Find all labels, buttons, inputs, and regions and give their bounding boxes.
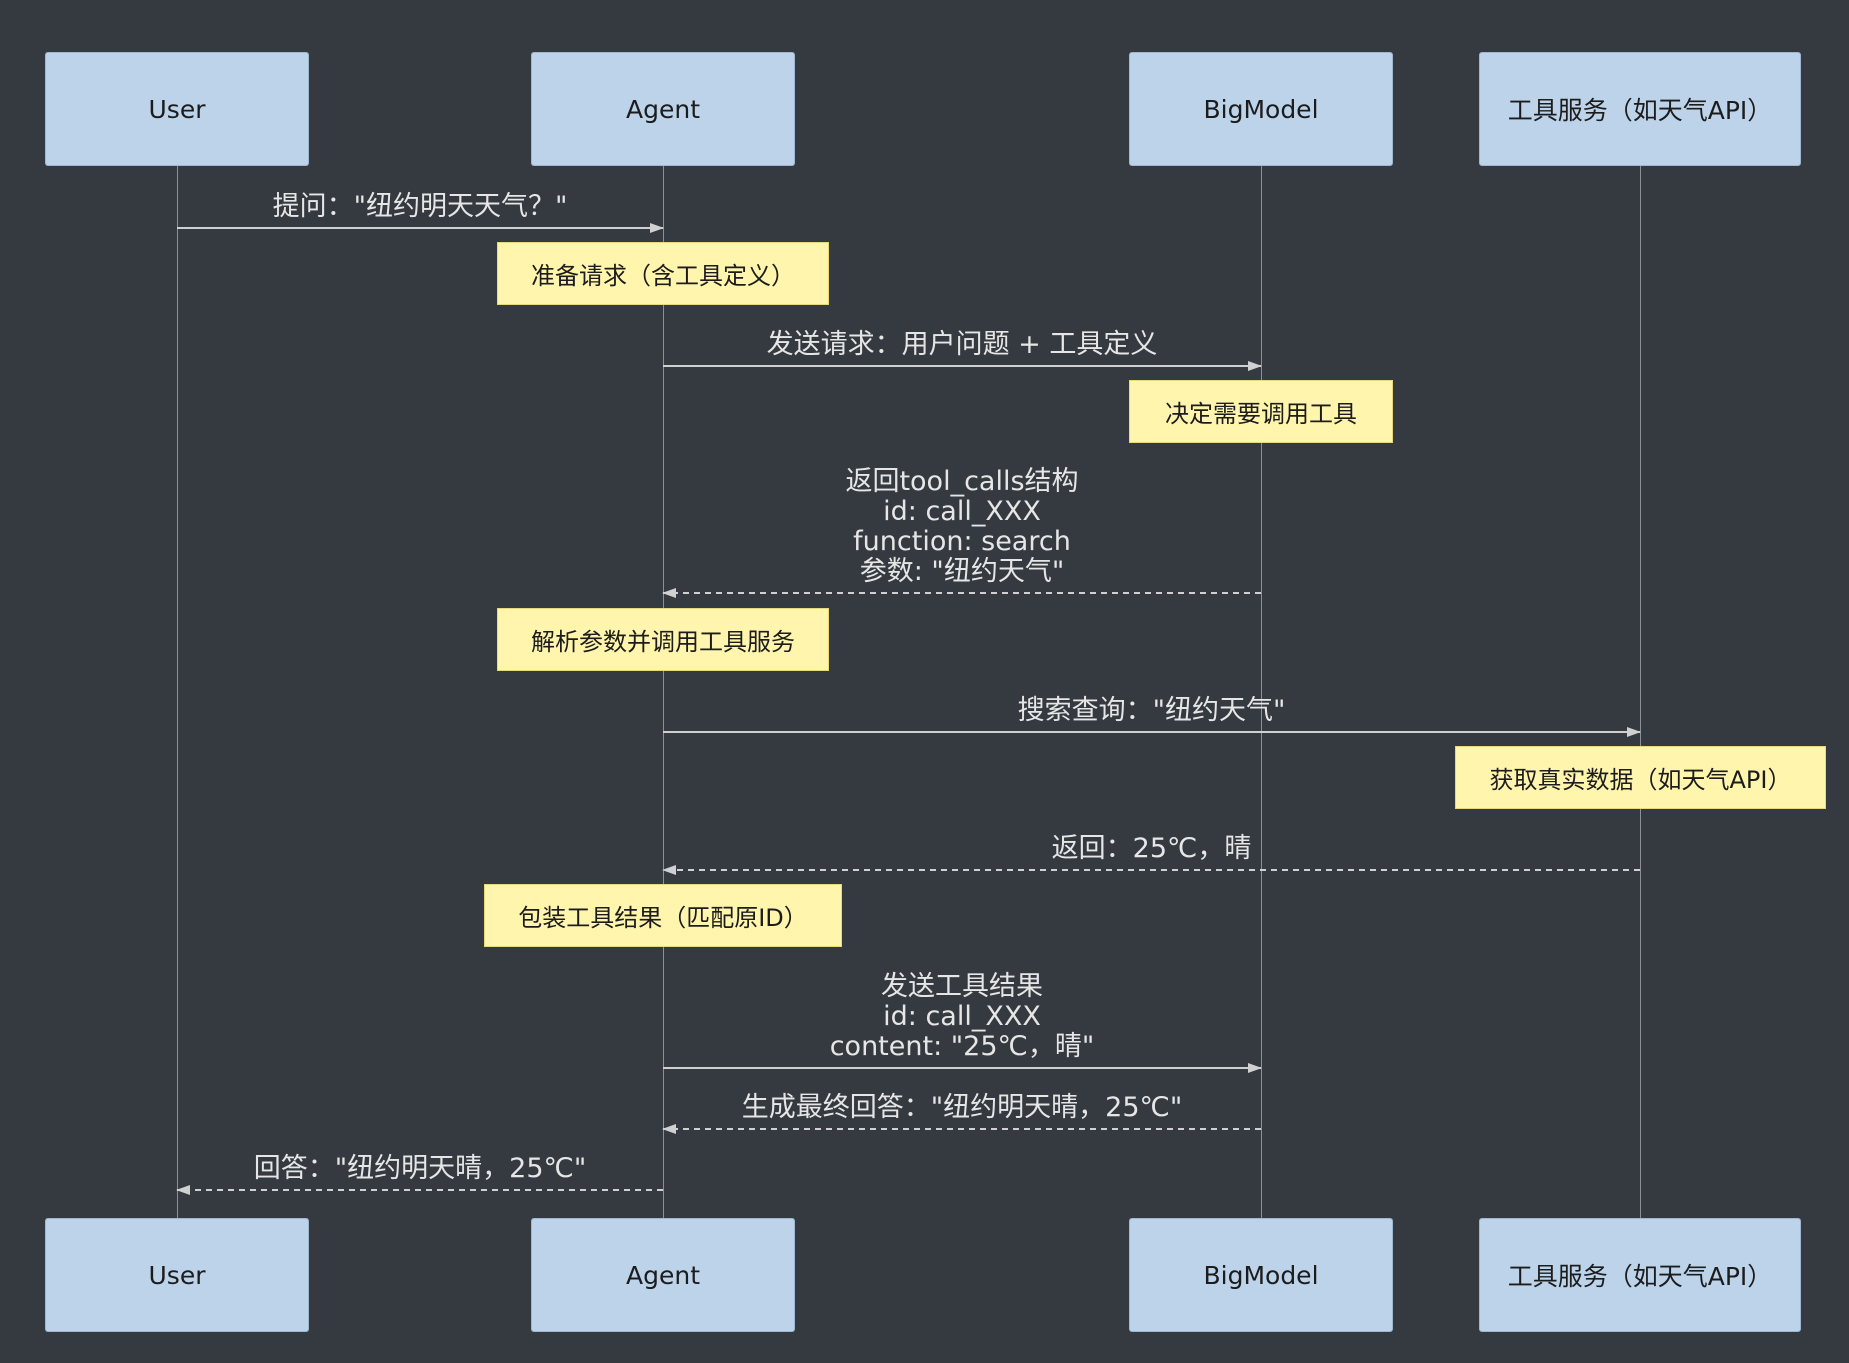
message-answer-user: 回答："纽约明天晴，25℃" [177, 1148, 663, 1184]
message-ask: 提问："纽约明天天气？" [177, 186, 663, 222]
message-search-query: 搜索查询："纽约天气" [663, 690, 1640, 726]
actor-label: 工具服务（如天气API） [1507, 96, 1773, 125]
actor-bigmodel-top: BigModel [1129, 52, 1393, 166]
message-line: content: "25℃，晴" [829, 1031, 1095, 1062]
message-tool-return: 返回：25℃，晴 [663, 828, 1640, 864]
note-wrap: 包装工具结果（匹配原ID） [484, 884, 842, 947]
note-label: 获取真实数据（如天气API） [1489, 766, 1792, 794]
actor-user-bottom: User [45, 1218, 309, 1332]
actor-agent-top: Agent [531, 52, 795, 166]
message-line: id: call_XXX [883, 496, 1041, 527]
actor-label: Agent [626, 94, 700, 124]
actor-bigmodel-bottom: BigModel [1129, 1218, 1393, 1332]
actor-label: BigModel [1203, 94, 1319, 124]
lifeline-bigmodel [1261, 166, 1262, 1218]
note-label: 决定需要调用工具 [1165, 400, 1357, 428]
actor-label: User [148, 94, 206, 124]
actor-user-top: User [45, 52, 309, 166]
actor-label: Agent [626, 1260, 700, 1290]
message-line: function: search [853, 526, 1071, 557]
message-line: 生成最终回答："纽约明天晴，25℃" [741, 1092, 1183, 1123]
actor-label: 工具服务（如天气API） [1507, 1262, 1773, 1291]
message-send-tool-result: 发送工具结果 id: call_XXX content: "25℃，晴" [663, 968, 1261, 1062]
message-line: id: call_XXX [883, 1001, 1041, 1032]
note-label: 包装工具结果（匹配原ID） [518, 904, 808, 932]
lifeline-tool [1640, 166, 1641, 1218]
lifeline-user [177, 166, 178, 1218]
message-return-tool-calls: 返回tool_calls结构 id: call_XXX function: se… [663, 464, 1261, 587]
message-line: 回答："纽约明天晴，25℃" [253, 1153, 587, 1184]
message-line: 返回tool_calls结构 [845, 466, 1079, 497]
actor-agent-bottom: Agent [531, 1218, 795, 1332]
message-final-answer: 生成最终回答："纽约明天晴，25℃" [663, 1087, 1261, 1123]
note-decide: 决定需要调用工具 [1129, 380, 1393, 443]
message-send-request: 发送请求：用户问题 + 工具定义 [663, 324, 1261, 360]
lifeline-agent [663, 166, 664, 1218]
note-label: 解析参数并调用工具服务 [531, 628, 795, 656]
message-line: 参数: "纽约天气" [859, 556, 1065, 587]
actor-tool-bottom: 工具服务（如天气API） [1479, 1218, 1801, 1332]
message-line: 发送请求：用户问题 + 工具定义 [766, 329, 1158, 360]
message-line: 搜索查询："纽约天气" [1017, 695, 1286, 726]
note-fetch: 获取真实数据（如天气API） [1455, 746, 1826, 809]
message-line: 发送工具结果 [881, 971, 1043, 1002]
note-label: 准备请求（含工具定义） [531, 262, 795, 290]
actor-label: BigModel [1203, 1260, 1319, 1290]
note-prepare: 准备请求（含工具定义） [497, 242, 829, 305]
message-line: 返回：25℃，晴 [1051, 833, 1252, 864]
actor-label: User [148, 1260, 206, 1290]
actor-tool-top: 工具服务（如天气API） [1479, 52, 1801, 166]
note-parse: 解析参数并调用工具服务 [497, 608, 829, 671]
message-line: 提问："纽约明天天气？" [272, 191, 568, 222]
